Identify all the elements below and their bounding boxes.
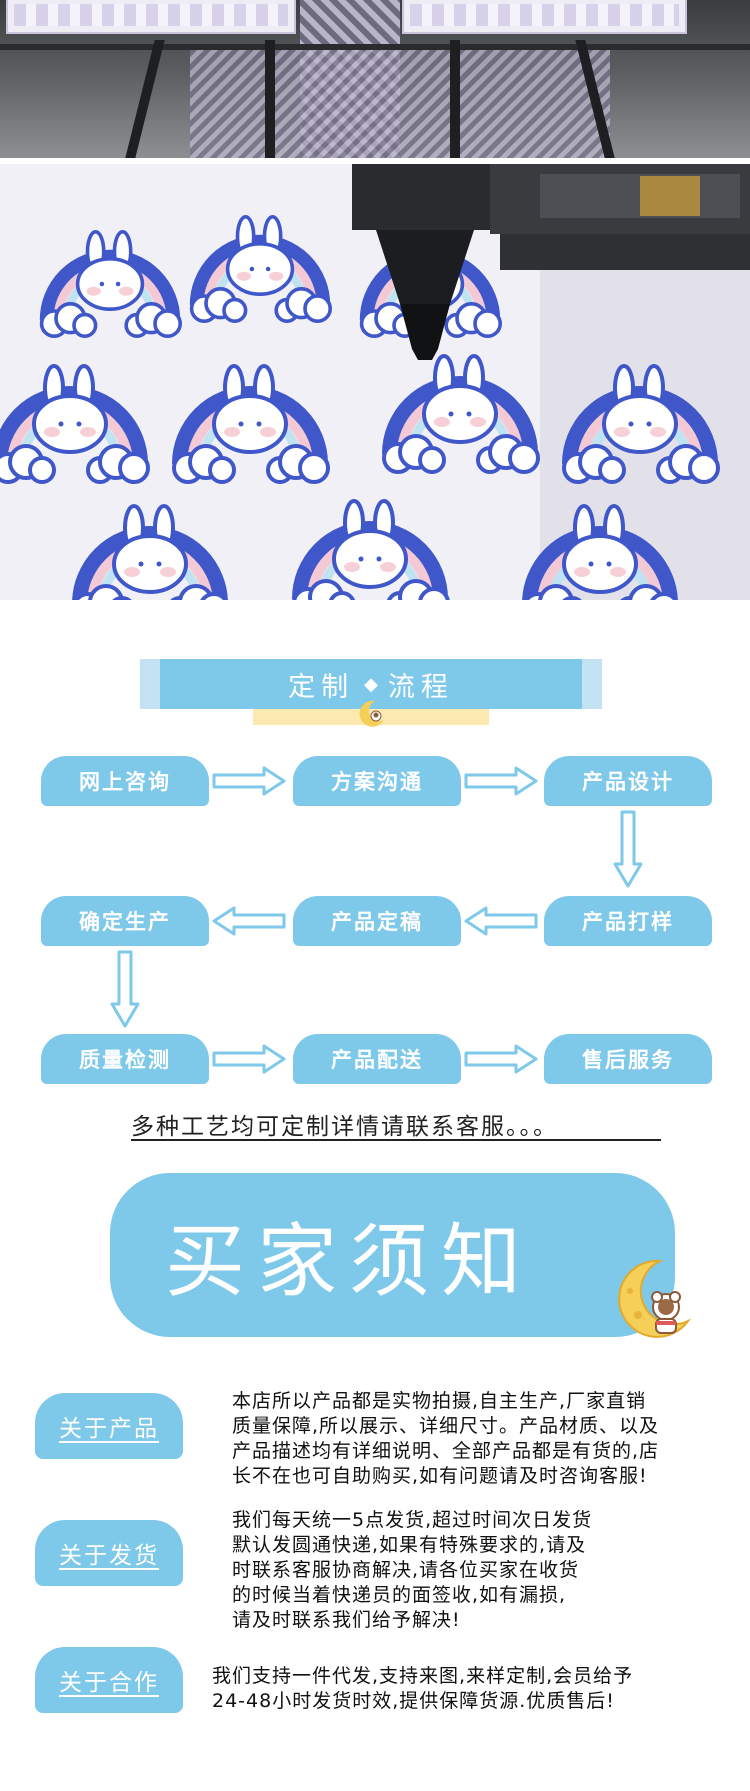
text-line: 请及时联系我们给予解决! bbox=[232, 1609, 461, 1631]
step-confirm-production: 确定生产 bbox=[41, 896, 209, 946]
flow-title-right: 流程 bbox=[387, 671, 454, 703]
text-line: 我们支持一件代发,支持来图,来样定制,会员给予 bbox=[212, 1665, 634, 1687]
buyer-notice-banner: 买家须知 bbox=[110, 1173, 675, 1337]
text-line: 默认发圆通快递,如果有特殊要求的,请及 bbox=[232, 1534, 587, 1556]
step-product-sample: 产品打样 bbox=[544, 896, 712, 946]
text-line: 时联系客服协商解决,请各位买家在收货 bbox=[232, 1559, 580, 1581]
custom-process-tagline: 多种工艺均可定制详情请联系客服。。。 bbox=[131, 1114, 558, 1140]
arrow-down-icon bbox=[613, 810, 643, 888]
buyer-notice-title: 买家须知 bbox=[165, 1215, 533, 1308]
text-line: 的时候当着快递员的面签收,如有漏损, bbox=[232, 1584, 567, 1606]
text-line: 产品描述均有详细说明、全部产品都是有货的,店 bbox=[232, 1440, 660, 1462]
step-after-sales: 售后服务 bbox=[544, 1034, 712, 1084]
section-label-shipping: 关于发货 bbox=[35, 1520, 183, 1586]
text-line: 长不在也可自助购买,如有问题请及时咨询客服! bbox=[232, 1465, 648, 1487]
arrow-right-icon bbox=[212, 766, 286, 796]
machine-bar bbox=[0, 44, 750, 50]
machine-rail bbox=[265, 40, 275, 158]
section-text-shipping: 我们每天统一5点发货,超过时间次日发货 默认发圆通快递,如果有特殊要求的,请及 … bbox=[232, 1508, 592, 1633]
step-product-finalize: 产品定稿 bbox=[293, 896, 461, 946]
sticker-sheet bbox=[402, 0, 687, 34]
step-product-delivery: 产品配送 bbox=[293, 1034, 461, 1084]
flow-title-left: 定制 bbox=[288, 671, 355, 703]
text-line: 质量保障,所以展示、详细尺寸。产品材质、以及 bbox=[232, 1415, 660, 1437]
arrow-left-icon bbox=[464, 906, 538, 936]
tagline-underline bbox=[131, 1139, 661, 1141]
section-text-cooperation: 我们支持一件代发,支持来图,来样定制,会员给予 24-48小时发货时效,提供保障… bbox=[212, 1664, 633, 1714]
section-label-cooperation: 关于合作 bbox=[35, 1647, 183, 1713]
step-online-consult: 网上咨询 bbox=[41, 756, 209, 806]
laser-head bbox=[352, 164, 750, 360]
sticker-sheet-illustration bbox=[0, 164, 750, 600]
arrow-right-icon bbox=[464, 1044, 538, 1074]
step-product-design: 产品设计 bbox=[544, 756, 712, 806]
diamond-icon: ◆ bbox=[364, 673, 378, 695]
moon-mascot-icon bbox=[618, 1259, 692, 1338]
text-line: 本店所以产品都是实物拍摄,自主生产,厂家直销 bbox=[232, 1390, 647, 1412]
arrow-left-icon bbox=[212, 906, 286, 936]
factory-photo-laser-cutting bbox=[0, 164, 750, 600]
section-label-product: 关于产品 bbox=[35, 1393, 183, 1459]
factory-photo-cutting-bed bbox=[0, 0, 750, 158]
arrow-right-icon bbox=[212, 1044, 286, 1074]
step-plan-communication: 方案沟通 bbox=[293, 756, 461, 806]
section-text-product: 本店所以产品都是实物拍摄,自主生产,厂家直销 质量保障,所以展示、详细尺寸。产品… bbox=[232, 1389, 659, 1489]
machine-rail bbox=[125, 40, 165, 158]
arrow-right-icon bbox=[464, 766, 538, 796]
sticker-sheet bbox=[6, 0, 296, 34]
cutting-mesh bbox=[190, 50, 610, 158]
machine-rail bbox=[450, 40, 460, 158]
text-line: 24-48小时发货时效,提供保障货源.优质售后! bbox=[212, 1690, 615, 1712]
flow-title: 定制 ◆ 流程 bbox=[160, 659, 582, 709]
arrow-down-icon bbox=[110, 950, 140, 1028]
text-line: 我们每天统一5点发货,超过时间次日发货 bbox=[232, 1509, 593, 1531]
step-quality-inspection: 质量检测 bbox=[41, 1034, 209, 1084]
moon-mascot-icon bbox=[359, 700, 384, 727]
